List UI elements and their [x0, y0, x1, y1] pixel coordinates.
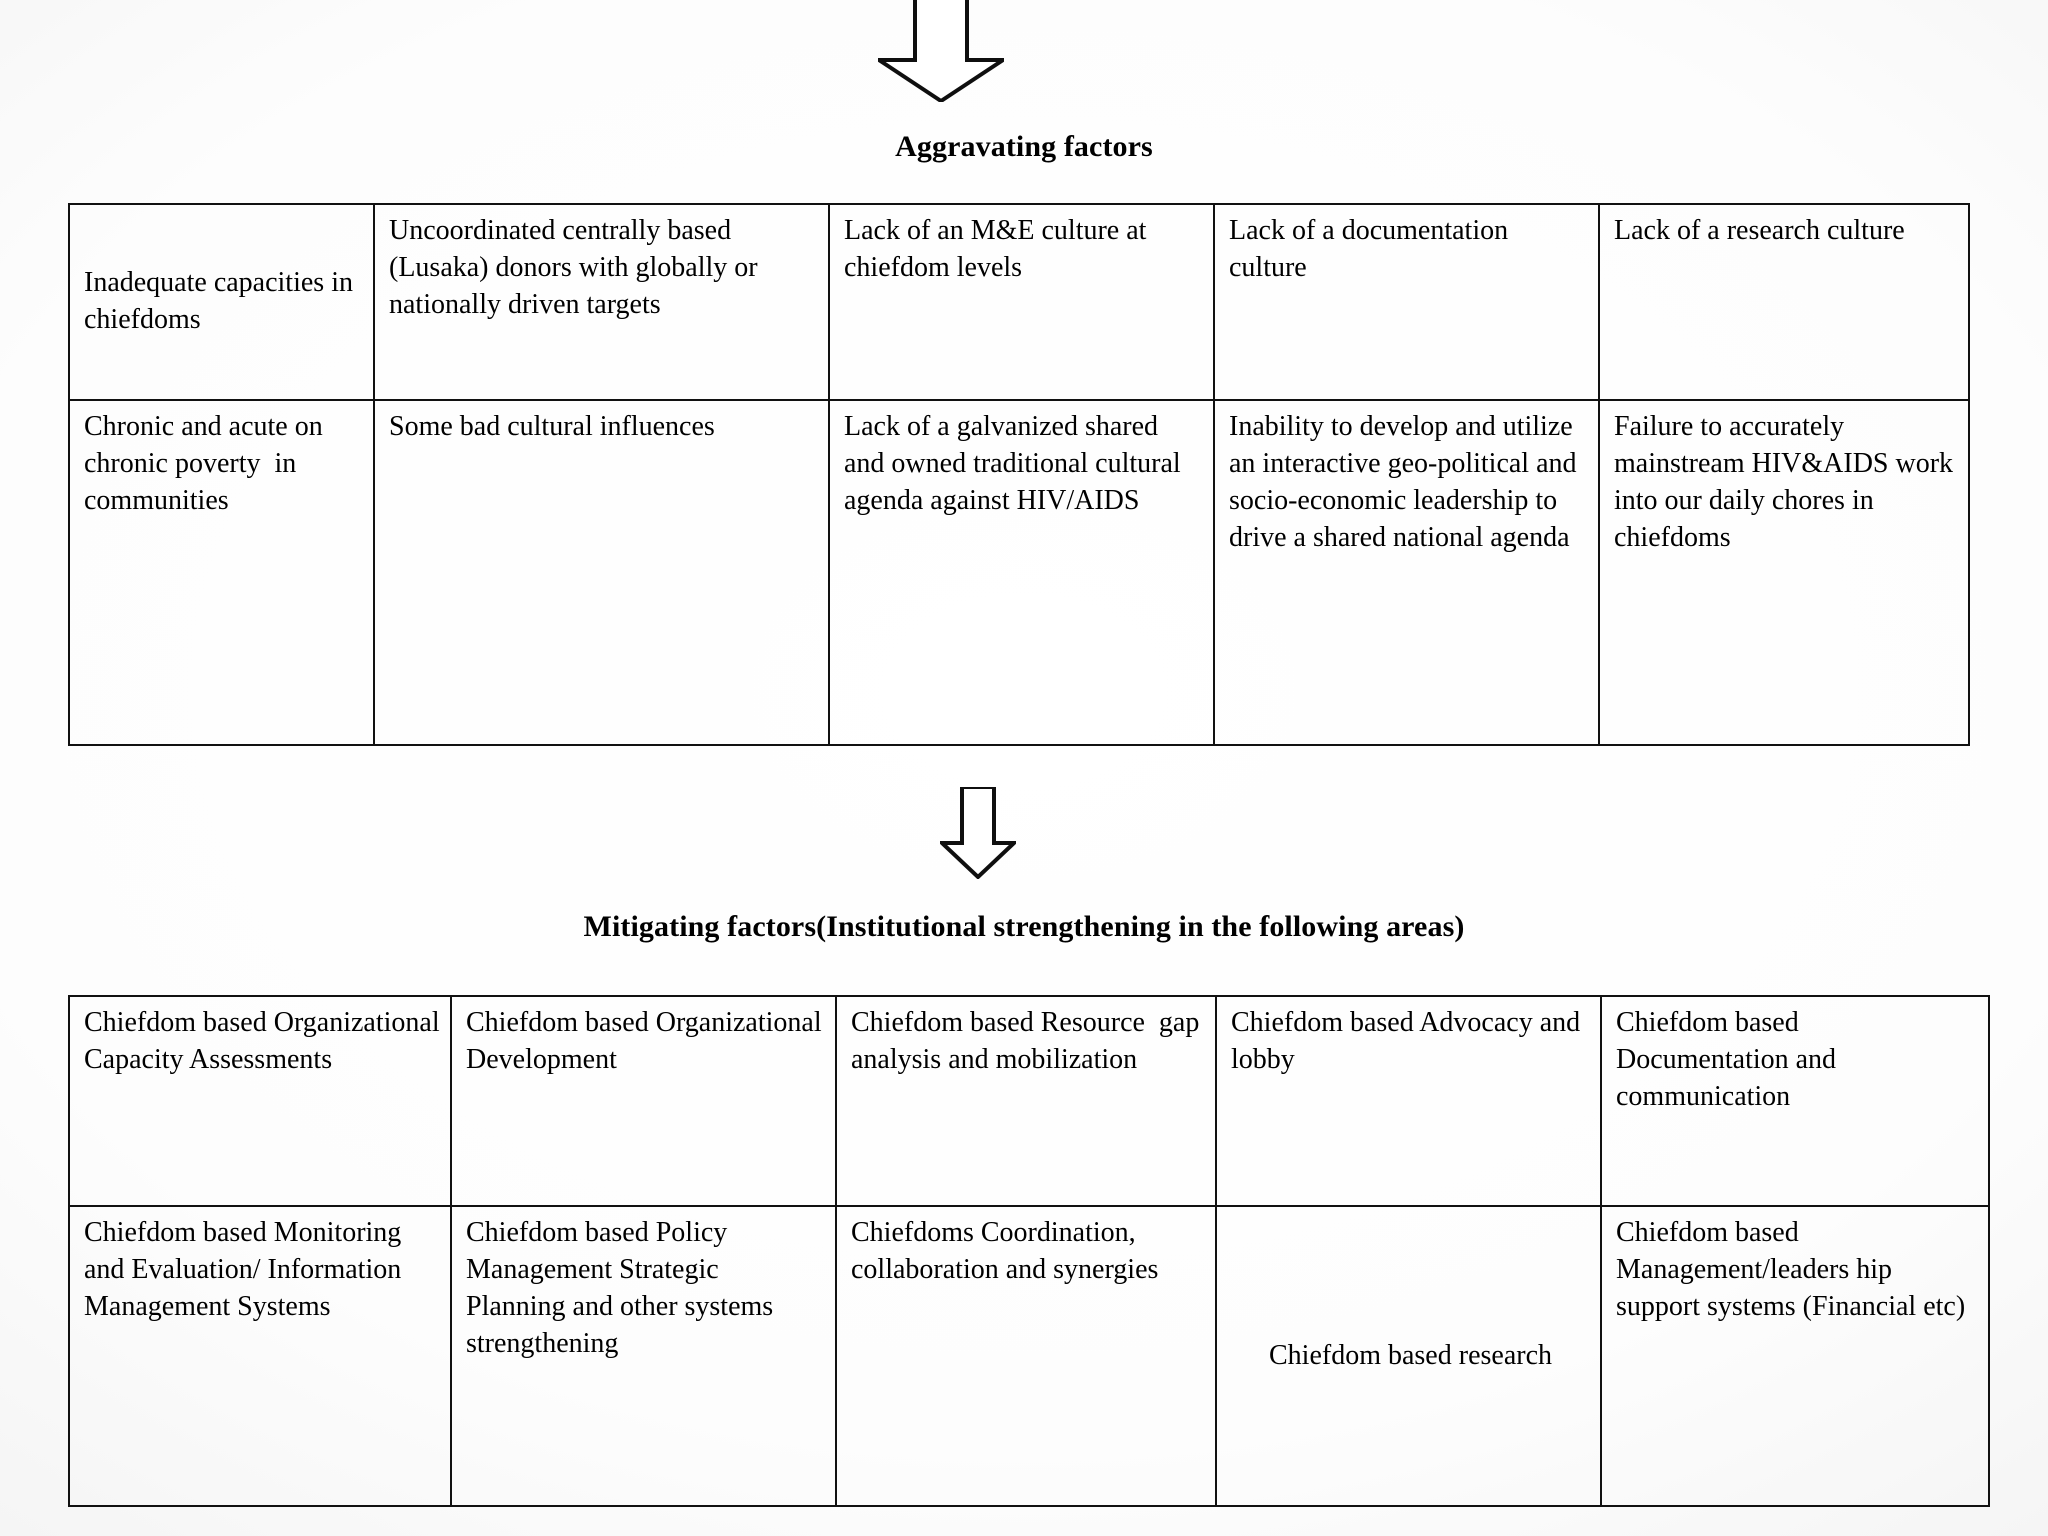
table-cell: Chiefdom based Resource gap analysis and…: [835, 995, 1217, 1207]
table-cell: Chiefdom based Management/leaders hip su…: [1600, 1205, 1990, 1507]
cell-text: Chiefdom based Organizational Capacity A…: [84, 1007, 447, 1075]
table-row: Inadequate capacities in chiefdoms Uncoo…: [68, 203, 1970, 401]
table-cell: Some bad cultural influences: [373, 399, 830, 746]
cell-text: Chiefdom based Monitoring and Evaluation…: [84, 1217, 409, 1322]
cell-text: Chiefdom based Organizational Developmen…: [466, 1007, 829, 1075]
arrow-top-icon: [878, 0, 1004, 102]
table-cell: Inadequate capacities in chiefdoms: [68, 203, 375, 401]
cell-text: Inability to develop and utilize an inte…: [1229, 411, 1584, 553]
table-cell: Chiefdom based Organizational Developmen…: [450, 995, 837, 1207]
cell-text: Chiefdom based research: [1269, 1339, 1552, 1371]
table-cell: Chiefdom based Organizational Capacity A…: [68, 995, 452, 1207]
cell-text: Chiefdom based Management/leaders hip su…: [1616, 1217, 1966, 1322]
cell-text: Chiefdom based Advocacy and lobby: [1231, 1007, 1588, 1075]
cell-text: Chiefdom based Documentation and communi…: [1616, 1007, 1844, 1112]
cell-text: Some bad cultural influences: [389, 411, 715, 442]
cell-text: Lack of a research culture: [1614, 215, 1905, 246]
cell-text: Chiefdom based Policy Management Strateg…: [466, 1217, 781, 1359]
cell-text: Chronic and acute on chronic poverty in …: [84, 411, 330, 516]
table-cell: Failure to accurately mainstream HIV&AID…: [1598, 399, 1970, 746]
table-cell: Chiefdom based Policy Management Strateg…: [450, 1205, 837, 1507]
cell-text: Failure to accurately mainstream HIV&AID…: [1614, 411, 1961, 553]
cell-text: Lack of an M&E culture at chiefdom level…: [844, 215, 1154, 283]
heading-mitigating-factors: Mitigating factors(Institutional strengt…: [583, 910, 1465, 943]
table-row: Chiefdom based Organizational Capacity A…: [68, 995, 1990, 1207]
cell-text: Lack of a galvanized shared and owned tr…: [844, 411, 1188, 516]
cell-text: Chiefdoms Coordination, collaboration an…: [851, 1217, 1159, 1285]
table-cell: Lack of an M&E culture at chiefdom level…: [828, 203, 1215, 401]
table-cell: Uncoordinated centrally based (Lusaka) d…: [373, 203, 830, 401]
table-cell: Chiefdom based Documentation and communi…: [1600, 995, 1990, 1207]
table-row: Chiefdom based Monitoring and Evaluation…: [68, 1205, 1990, 1507]
table-cell: Chiefdom based Monitoring and Evaluation…: [68, 1205, 452, 1507]
cell-text: Uncoordinated centrally based (Lusaka) d…: [389, 215, 765, 320]
table-cell: Lack of a galvanized shared and owned tr…: [828, 399, 1215, 746]
aggravating-factors-table: Inadequate capacities in chiefdoms Uncoo…: [68, 203, 1970, 746]
table-cell: Inability to develop and utilize an inte…: [1213, 399, 1600, 746]
table-cell: Lack of a documentation culture: [1213, 203, 1600, 401]
cell-text: Lack of a documentation culture: [1229, 215, 1516, 283]
table-cell: Chiefdoms Coordination, collaboration an…: [835, 1205, 1217, 1507]
cell-text: Chiefdom based Resource gap analysis and…: [851, 1007, 1207, 1075]
table-row: Chronic and acute on chronic poverty in …: [68, 399, 1970, 746]
heading-aggravating-factors: Aggravating factors: [895, 130, 1153, 163]
mitigating-factors-table: Chiefdom based Organizational Capacity A…: [68, 995, 1990, 1507]
table-cell: Lack of a research culture: [1598, 203, 1970, 401]
cell-text: Inadequate capacities in chiefdoms: [84, 267, 360, 335]
arrow-middle-icon: [940, 787, 1016, 879]
table-cell: Chiefdom based research: [1215, 1205, 1602, 1507]
table-cell: Chronic and acute on chronic poverty in …: [68, 399, 375, 746]
table-cell: Chiefdom based Advocacy and lobby: [1215, 995, 1602, 1207]
